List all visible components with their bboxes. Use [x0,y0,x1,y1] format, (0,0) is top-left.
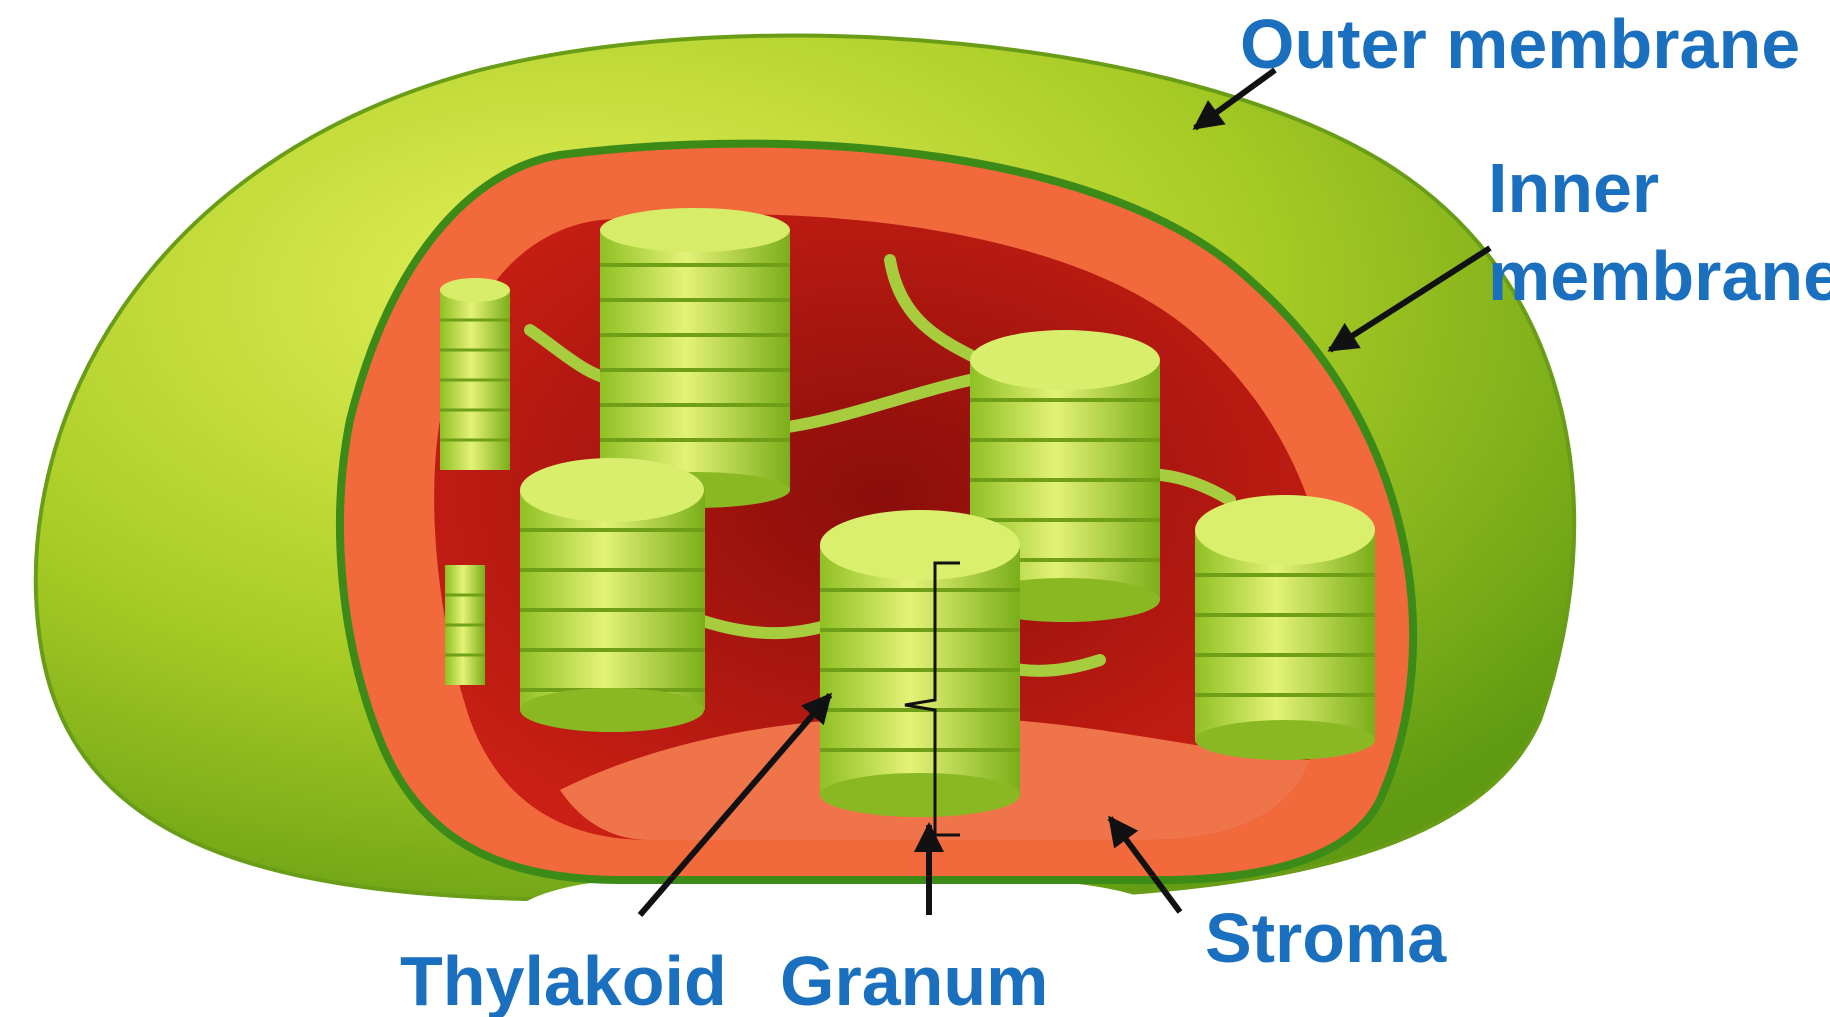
granum-stack-1 [440,278,510,470]
inner-membrane-label-line2: membrane [1488,237,1830,315]
outer-membrane-label: Outer membrane [1240,5,1800,83]
granum-stack-4 [520,458,705,732]
granum-stack-5 [820,510,1020,817]
inner-membrane-label-line1: Inner [1488,149,1659,227]
thylakoid-label: Thylakoid [400,942,727,1017]
stroma-label: Stroma [1205,899,1447,977]
granum-label: Granum [780,942,1048,1017]
granum-stack-6 [1195,495,1375,760]
granum-stack-7 [445,565,485,685]
